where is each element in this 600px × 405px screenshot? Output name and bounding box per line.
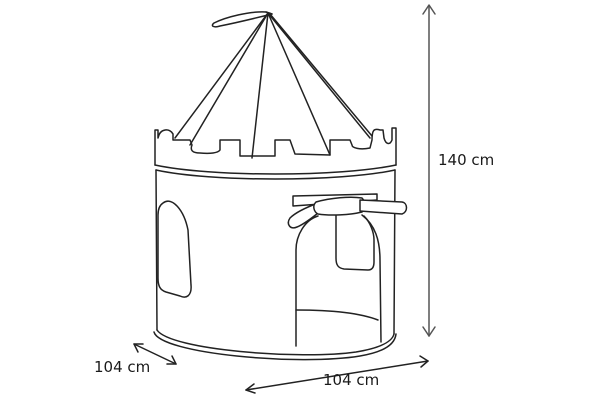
roof-cone [174, 12, 373, 159]
tent-body [153, 169, 397, 361]
flag [211, 11, 273, 28]
window [157, 200, 192, 298]
width-label: 104 cm [323, 371, 380, 389]
battlements [154, 127, 397, 166]
width-dimension-arrow [245, 355, 429, 394]
depth-label: 104 cm [94, 358, 151, 376]
tent-drawing [153, 11, 408, 361]
door [287, 193, 408, 347]
height-label: 140 cm [438, 151, 495, 169]
height-dimension-arrow [422, 4, 436, 337]
depth-dimension-arrow [133, 343, 177, 365]
